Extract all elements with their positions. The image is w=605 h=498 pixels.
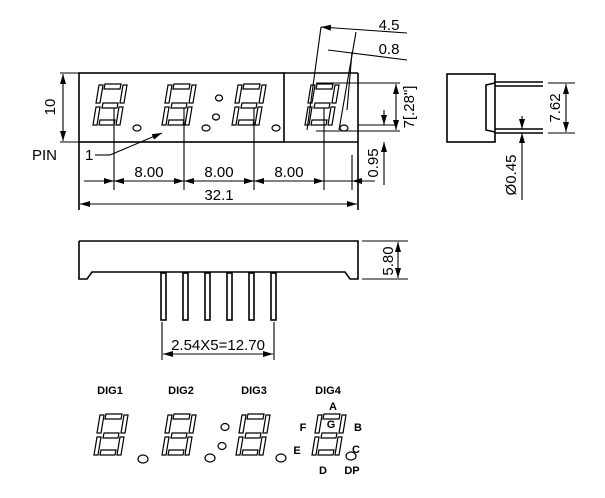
digit-1 xyxy=(92,83,128,126)
segment-label-e: E xyxy=(293,445,300,457)
decimal-point-2 xyxy=(201,124,211,132)
pins xyxy=(160,272,277,321)
pin xyxy=(182,272,189,321)
segment-diagram: DIG1 DIG2 DIG3 DIG4 A B C D E F G DP xyxy=(93,385,362,477)
pitch-dimension-1: 8.00 xyxy=(134,164,163,181)
decimal-point-4 xyxy=(339,124,349,132)
segment-label-f: F xyxy=(300,422,307,434)
segment-dp-3 xyxy=(275,453,287,463)
pin-number: 1 xyxy=(85,147,93,164)
segment-colon-bottom xyxy=(217,441,227,451)
height-dimension: 10 xyxy=(42,99,59,116)
display-body-outline xyxy=(78,72,285,143)
total-width-dimension: 32.1 xyxy=(204,187,233,204)
digit-label-1: DIG1 xyxy=(97,385,123,397)
pin xyxy=(160,272,167,321)
colon-bottom xyxy=(211,113,221,121)
side-body-outline xyxy=(446,73,496,143)
decimal-point-1 xyxy=(132,124,142,132)
segment-dp-1 xyxy=(137,454,149,464)
pin xyxy=(226,272,233,321)
pin-spacing-dimension: 2.54X5=12.70 xyxy=(171,337,265,354)
row-spacing-dimension: 7.62 xyxy=(547,93,564,122)
segment-colon-top xyxy=(220,422,230,432)
pitch-dimension-3: 8.00 xyxy=(274,164,303,181)
bottom-view: 2.54X5=12.70 5.80 xyxy=(78,240,408,360)
digit-2 xyxy=(161,83,197,126)
segment-dp-2 xyxy=(204,453,216,463)
pin-diameter-dimension: Ø0.45 xyxy=(503,155,520,196)
pin xyxy=(204,272,211,321)
segment-label-dp: DP xyxy=(344,465,359,477)
segment-thickness-dimension: 0.8 xyxy=(379,41,400,58)
digit-label-4: DIG4 xyxy=(315,385,342,397)
segment-label-d: D xyxy=(319,465,327,477)
front-view: 10 PIN 1 8.00 8.00 8.00 32.1 4.5 0.8 7[.… xyxy=(32,17,418,210)
segment-digit-1 xyxy=(93,413,129,456)
segment-dp-4 xyxy=(345,451,357,461)
side-view: 7.62 Ø0.45 xyxy=(446,73,575,200)
segment-digit-3 xyxy=(235,413,271,456)
pin xyxy=(248,272,255,321)
digit-label-2: DIG2 xyxy=(168,385,194,397)
segment-label-g: G xyxy=(327,419,336,431)
bottom-body-outline xyxy=(78,240,359,280)
pitch-dimension-2: 8.00 xyxy=(204,164,233,181)
colon-top xyxy=(214,94,224,102)
segment-label-b: B xyxy=(354,422,362,434)
body-height-dimension: 5.80 xyxy=(380,246,397,275)
segment-digit-2 xyxy=(161,413,197,456)
digit-label-3: DIG3 xyxy=(241,385,267,397)
pin-label: PIN xyxy=(32,147,57,164)
segment-label-a: A xyxy=(329,401,337,413)
pin xyxy=(270,272,277,321)
digit-height-dimension: 7[.28"] xyxy=(401,86,418,129)
digit-3 xyxy=(231,83,267,126)
decimal-point-3 xyxy=(271,124,281,132)
segment-label-c: C xyxy=(352,444,360,456)
offset-dimension: 0.95 xyxy=(365,148,382,177)
segment-width-dimension: 4.5 xyxy=(379,17,400,34)
